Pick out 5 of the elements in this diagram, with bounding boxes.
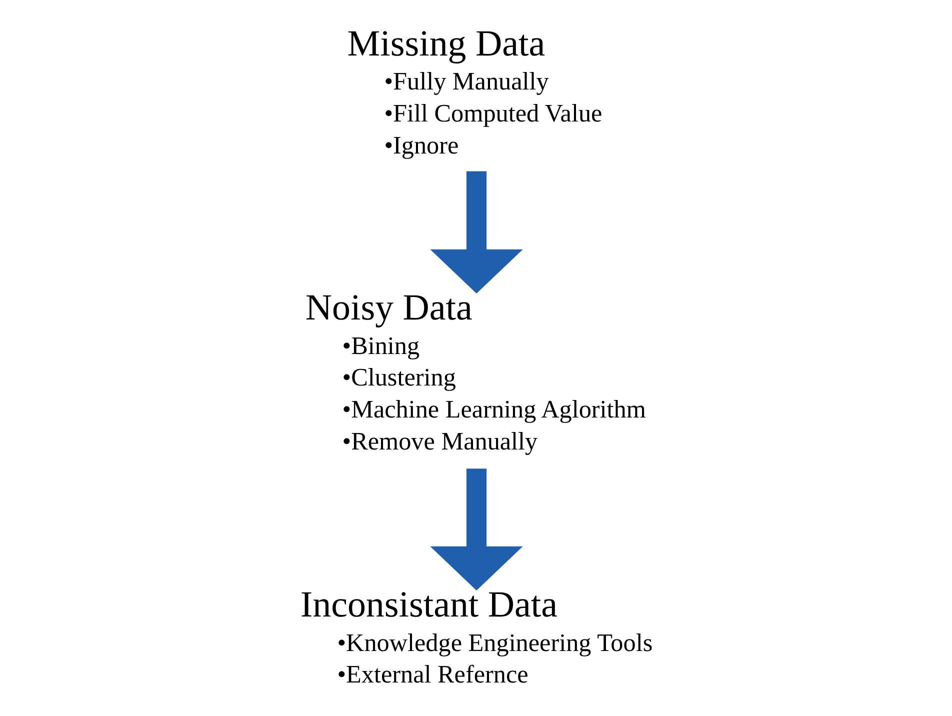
arrow [430,171,522,294]
arrow [430,468,522,590]
node-text: Missing Data •Fully Manually •Fill Computed Value •Ignore [346,22,602,160]
node-text: Inconsistant Data •Knowledge Engineering Tools •External Refernce [300,584,652,689]
node-text: Noisy Data •Bining •Clustering •Machine Learning Aglorithm •Remove Manually [304,286,646,456]
